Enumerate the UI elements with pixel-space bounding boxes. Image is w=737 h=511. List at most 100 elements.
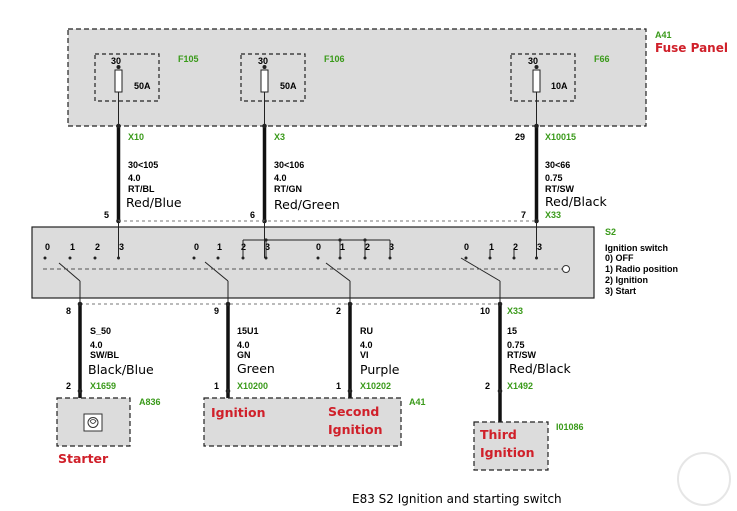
connector-x10015: X10015 xyxy=(545,132,576,142)
switch-pin: 6 xyxy=(250,210,255,220)
switch-box xyxy=(31,226,595,299)
connector-x10200: X10200 xyxy=(237,381,268,391)
linkage-end xyxy=(562,265,570,273)
connector-x1659: X1659 xyxy=(90,381,116,391)
svg-text:1: 1 xyxy=(70,242,75,252)
comp-pin: 2 xyxy=(66,381,71,391)
svg-text:3: 3 xyxy=(265,242,270,252)
fuse-panel-id: A41 xyxy=(655,30,672,40)
svg-text:2: 2 xyxy=(241,242,246,252)
switch-pin: 7 xyxy=(521,210,526,220)
switch-id: S2 xyxy=(605,227,616,237)
wire-code: SW/BL xyxy=(90,350,119,360)
connector-x3: X3 xyxy=(274,132,285,142)
wire-code: GN xyxy=(237,350,251,360)
watermark-logo xyxy=(677,452,731,506)
fuse-panel-name: Fuse Panel xyxy=(655,41,728,55)
wire-spec: 30<66 xyxy=(545,160,570,170)
switch-pin: 5 xyxy=(104,210,109,220)
comp-pin: 2 xyxy=(485,381,490,391)
fuse-panel-box xyxy=(67,28,647,127)
svg-text:1: 1 xyxy=(340,242,345,252)
wire-green xyxy=(225,301,231,398)
fuse-f106: 30 50A xyxy=(240,53,306,102)
svg-text:30: 30 xyxy=(528,56,538,66)
connector-x10: X10 xyxy=(128,132,144,142)
switch-pin: 9 xyxy=(214,306,219,316)
wire-red-green xyxy=(262,92,267,224)
starter-id: A836 xyxy=(139,397,161,407)
starter-label: Starter xyxy=(58,451,109,466)
fuse-f105: 30 50A xyxy=(94,53,160,102)
wire-red-black-bottom xyxy=(497,301,503,422)
svg-text:30: 30 xyxy=(258,56,268,66)
wire-spec: S_50 xyxy=(90,326,111,336)
switch-title: Ignition switch xyxy=(605,243,668,253)
switch-pin: 10 xyxy=(480,306,490,316)
third-ignition-label-1: Third xyxy=(480,427,517,442)
wire-code: RT/BL xyxy=(128,184,155,194)
fuse-id-f106: F106 xyxy=(324,54,345,64)
wire-red-blue xyxy=(116,92,121,224)
wire-color-name: Green xyxy=(237,361,275,376)
svg-text:3: 3 xyxy=(389,242,394,252)
pin-29: 29 xyxy=(515,132,525,142)
wire-black-blue xyxy=(77,301,83,398)
connector-x33-top: X33 xyxy=(545,210,561,220)
wire-gauge: 4.0 xyxy=(90,340,103,350)
starter-motor-icon xyxy=(83,413,103,432)
svg-text:0: 0 xyxy=(316,242,321,252)
svg-text:30: 30 xyxy=(111,56,121,66)
wire-spec: 15 xyxy=(507,326,517,336)
wire-spec: RU xyxy=(360,326,373,336)
fuse-id-f66: F66 xyxy=(594,54,610,64)
connector-x10202: X10202 xyxy=(360,381,391,391)
wire-color-name: Red/Black xyxy=(509,361,572,376)
ignition-label: Ignition xyxy=(211,405,266,420)
wire-gauge: 4.0 xyxy=(237,340,250,350)
wire-code: RT/GN xyxy=(274,184,302,194)
contact-group-3: 0 1 2 3 xyxy=(316,238,394,304)
svg-text:50A: 50A xyxy=(280,81,297,91)
wire-spec: 15U1 xyxy=(237,326,259,336)
svg-text:50A: 50A xyxy=(134,81,151,91)
wire-color-name: Red/Black xyxy=(545,194,608,209)
svg-text:2: 2 xyxy=(513,242,518,252)
svg-text:2: 2 xyxy=(365,242,370,252)
wire-color-name: Black/Blue xyxy=(88,362,154,377)
wire-code: RT/SW xyxy=(545,184,575,194)
wire-code: RT/SW xyxy=(507,350,537,360)
switch-pin: 2 xyxy=(336,306,341,316)
wire-gauge: 4.0 xyxy=(360,340,373,350)
switch-pin: 8 xyxy=(66,306,71,316)
wire-gauge: 4.0 xyxy=(274,173,287,183)
a41-bottom-box xyxy=(203,397,402,447)
diagram-caption: E83 S2 Ignition and starting switch xyxy=(352,492,562,506)
wire-spec: 30<106 xyxy=(274,160,304,170)
wire-gauge: 4.0 xyxy=(128,173,141,183)
switch-legend-1: 1) Radio position xyxy=(605,264,678,274)
fuse-id-f105: F105 xyxy=(178,54,199,64)
wire-gauge: 0.75 xyxy=(545,173,563,183)
third-ignition-id: I01086 xyxy=(556,422,584,432)
svg-text:1: 1 xyxy=(217,242,222,252)
third-ignition-label-2: Ignition xyxy=(480,445,535,460)
wire-code: VI xyxy=(360,350,369,360)
svg-text:3: 3 xyxy=(537,242,542,252)
comp-pin: 1 xyxy=(336,381,341,391)
connector-x33-bottom: X33 xyxy=(507,306,523,316)
wire-purple xyxy=(347,301,353,398)
a41-bottom-id: A41 xyxy=(409,397,426,407)
switch-legend-2: 2) Ignition xyxy=(605,275,648,285)
switch-legend-3: 3) Start xyxy=(605,286,636,296)
wire-spec: 30<105 xyxy=(128,160,158,170)
svg-text:0: 0 xyxy=(45,242,50,252)
svg-text:1: 1 xyxy=(489,242,494,252)
svg-text:10A: 10A xyxy=(551,81,568,91)
wire-gauge: 0.75 xyxy=(507,340,525,350)
switch-legend-0: 0) OFF xyxy=(605,253,634,263)
wire-color-name: Purple xyxy=(360,362,400,377)
svg-text:3: 3 xyxy=(119,242,124,252)
second-ignition-label-1: Second xyxy=(328,404,379,419)
